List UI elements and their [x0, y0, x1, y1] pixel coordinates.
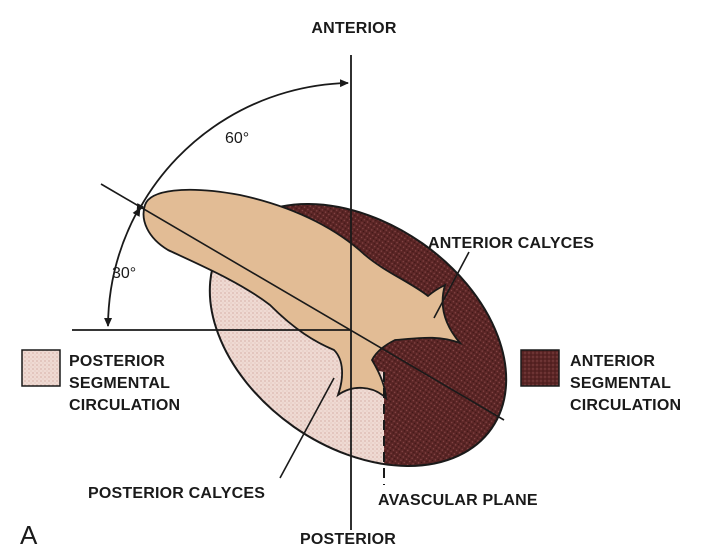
angle-60-label: 60° — [225, 130, 249, 147]
angle-60-arc — [132, 79, 349, 217]
posterior-calyces-label: POSTERIOR CALYCES — [88, 485, 265, 502]
anterior-calyces-leader — [433, 251, 470, 319]
legend-anterior-line-1: ANTERIOR — [570, 353, 655, 370]
legend-anterior: ANTERIOR SEGMENTAL CIRCULATION — [520, 349, 681, 414]
posterior-calyces-leader — [279, 377, 335, 479]
legend-posterior-line-1: POSTERIOR — [69, 353, 165, 370]
legend-anterior-swatch — [520, 349, 560, 387]
legend-posterior-swatch — [21, 349, 61, 387]
posterior-label: POSTERIOR — [300, 531, 396, 548]
panel-letter: A — [20, 520, 38, 550]
angle-30-arc — [104, 203, 145, 327]
legend-posterior-line-3: CIRCULATION — [69, 397, 180, 414]
angle-30-label: 30° — [112, 265, 136, 282]
avascular-plane-label: AVASCULAR PLANE — [378, 492, 538, 509]
legend-posterior: POSTERIOR SEGMENTAL CIRCULATION — [21, 349, 180, 414]
legend-anterior-line-2: SEGMENTAL — [570, 375, 671, 392]
legend-anterior-line-3: CIRCULATION — [570, 397, 681, 414]
kidney-long-axis-line — [100, 183, 505, 421]
legend-posterior-line-2: SEGMENTAL — [69, 375, 170, 392]
anterior-calyces-label: ANTERIOR CALYCES — [428, 235, 594, 252]
anterior-label: ANTERIOR — [311, 20, 396, 37]
